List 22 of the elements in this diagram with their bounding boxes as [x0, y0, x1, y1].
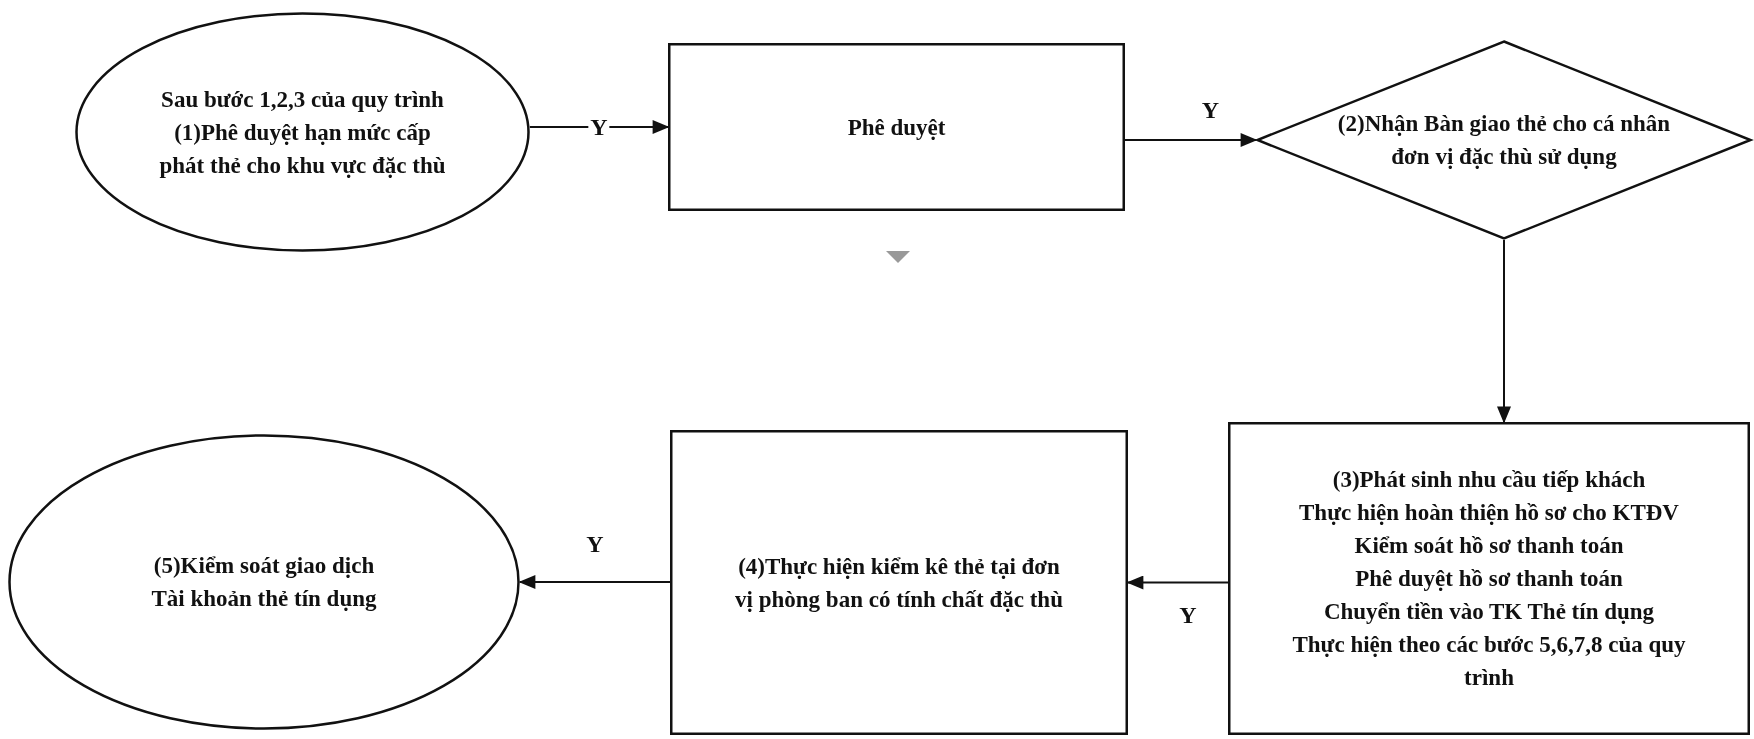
- arrow: [1124, 133, 1258, 147]
- node-text: Thực hiện theo các bước 5,6,7,8 của quy trình: [1291, 631, 1687, 692]
- decision-diamond: [1256, 40, 1752, 240]
- ellipse-node: [75, 12, 530, 252]
- node-text: (3)Phát sinh nhu cầu tiếp khách: [1332, 466, 1646, 494]
- process-box: [1228, 422, 1750, 735]
- node-text: Kiểm soát hồ sơ thanh toán: [1354, 532, 1624, 560]
- node-text: Sau bước 1,2,3 của quy trình: [161, 85, 444, 114]
- ellipse-node: [8, 434, 520, 730]
- process-box: [668, 43, 1125, 211]
- node-text: Thực hiện hoàn thiện hồ sơ cho KTĐV: [1299, 499, 1679, 527]
- node-text: (5)Kiểm soát giao dịch Tài khoản thẻ tín dụng: [150, 552, 378, 613]
- node-text: (2)Nhận Bàn giao thẻ cho cá nhân đơn vị đặc thù sử dụng: [1336, 110, 1672, 171]
- arrow: [1497, 239, 1511, 424]
- node-text: Phê duyệt hồ sơ thanh toán: [1355, 565, 1623, 593]
- node-text: (1)Phê duyệt hạn mức cấp phát thẻ cho khu vực đặc thù: [158, 118, 447, 180]
- node-text: (4)Thực hiện kiểm kê thẻ tại đơn vị phòng ban có tính chất đặc thù: [734, 552, 1064, 614]
- node-text: Chuyển tiền vào TK Thẻ tín dụng: [1323, 598, 1655, 626]
- arrow: [518, 575, 671, 589]
- arrow: [1126, 575, 1229, 590]
- process-box: [670, 430, 1128, 735]
- node-text: Phê duyệt: [847, 113, 946, 142]
